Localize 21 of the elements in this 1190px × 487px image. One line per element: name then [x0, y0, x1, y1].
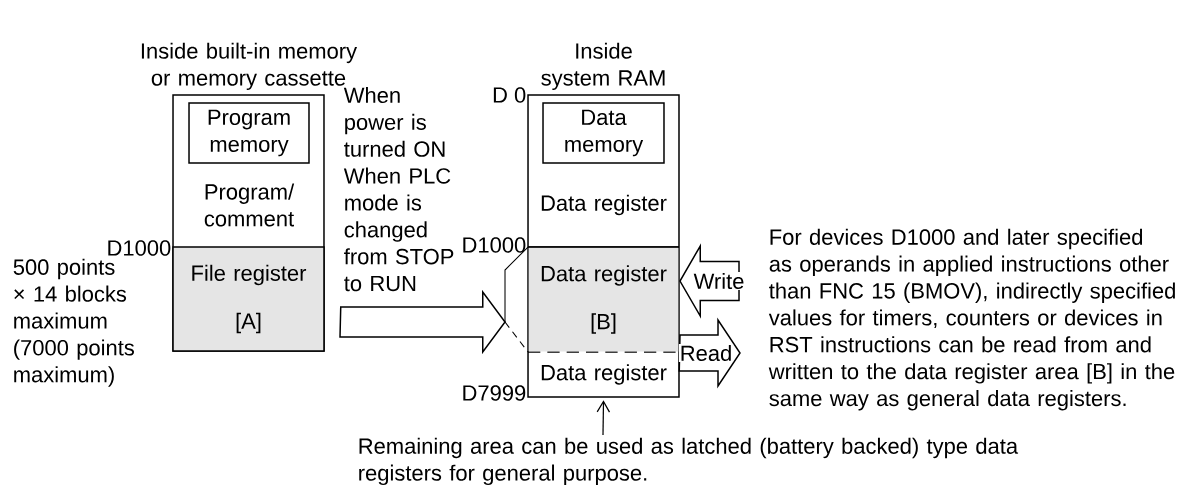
register-area: Data register [B] [528, 247, 679, 352]
memory-area: Program/ comment [204, 183, 295, 227]
edge-label: Write [693, 272, 744, 290]
note-text: For devices D1000 and later specified as operands in applied instructions other than FNC 15 (BMOV), indirectly specified values for timers, counters or devices in RST instructions can be read from and written to the data register area [B] in the same way as general data registers. [768, 228, 1175, 411]
edge-label: Read [681, 344, 731, 362]
memory-box: Program memory [188, 102, 310, 164]
register-area: Data register [541, 364, 667, 385]
note-text: 500 points × 14 blocks maximum (7000 points maximum) [13, 258, 135, 387]
block-arrow [679, 243, 740, 319]
block-arrow [678, 317, 741, 389]
note-text: Remaining area can be used as latched (battery backed) type data registers for general purpose. [359, 437, 1019, 486]
register-area: File register [A] [172, 246, 325, 352]
node-label: Inside system RAM [541, 42, 665, 91]
block-arrow [339, 289, 506, 355]
address-label: D7999 [463, 385, 526, 401]
memory-box: Data memory [542, 102, 665, 164]
register-area: Data register [541, 194, 667, 216]
address-label: D1000 [108, 240, 171, 256]
address-label: D 0 [493, 87, 526, 103]
address-label: D1000 [463, 237, 526, 253]
arrow [596, 400, 611, 436]
